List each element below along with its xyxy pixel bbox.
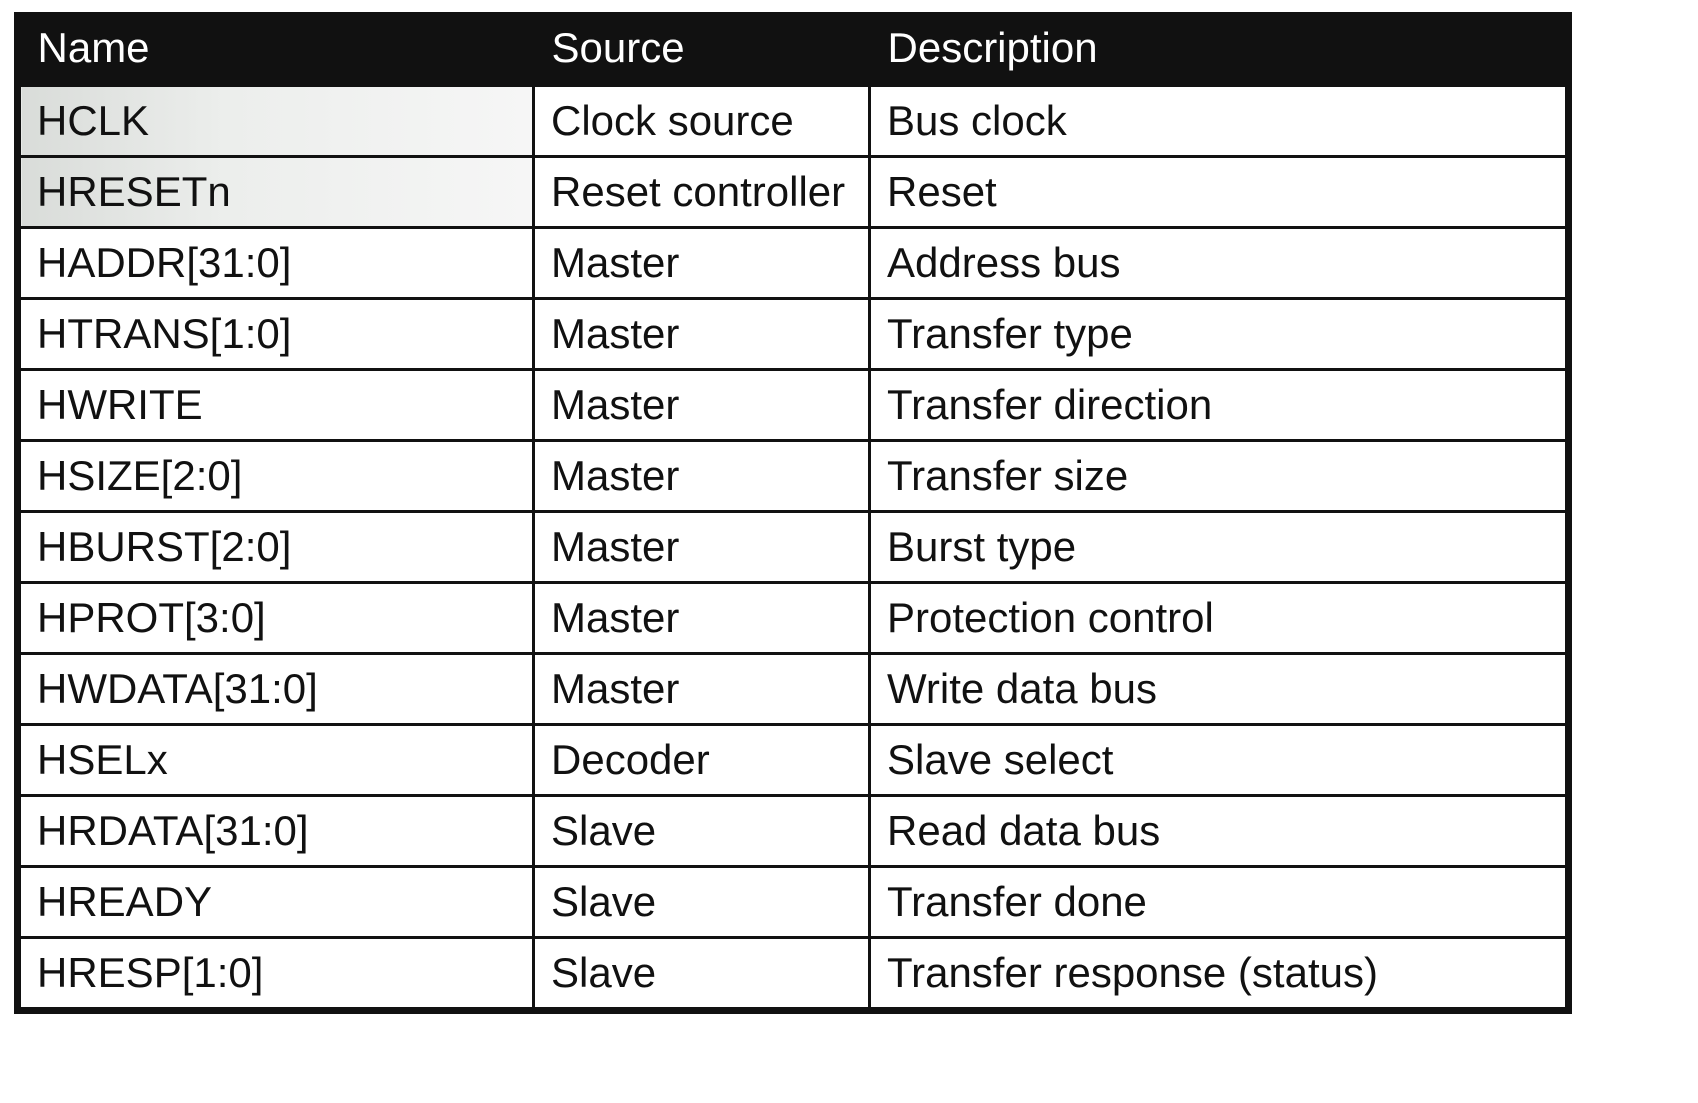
table-row: HCLK Clock source Bus clock xyxy=(18,84,1568,158)
table-row: HRDATA[31:0] Slave Read data bus xyxy=(18,794,1568,868)
cell-name: HSELx xyxy=(18,723,535,797)
cell-description: Read data bus xyxy=(868,794,1568,868)
cell-name: HBURST[2:0] xyxy=(18,510,535,584)
cell-description: Transfer type xyxy=(868,297,1568,371)
table-header: Name Source Description xyxy=(19,12,1567,86)
cell-name: HCLK xyxy=(18,84,535,158)
cell-source: Master xyxy=(532,226,871,300)
cell-source: Slave xyxy=(532,794,871,868)
cell-name: HWRITE xyxy=(18,368,535,442)
cell-description: Slave select xyxy=(868,723,1568,797)
cell-description: Write data bus xyxy=(868,652,1568,726)
cell-source: Master xyxy=(532,510,871,584)
cell-source: Master xyxy=(532,439,871,513)
cell-name: HREADY xyxy=(18,865,535,939)
table-row: HSELx Decoder Slave select xyxy=(18,723,1568,797)
column-header-description: Description xyxy=(869,12,1567,86)
table-row: HTRANS[1:0] Master Transfer type xyxy=(18,297,1568,371)
cell-name: HADDR[31:0] xyxy=(18,226,535,300)
table-row: HREADY Slave Transfer done xyxy=(18,865,1568,939)
cell-name: HSIZE[2:0] xyxy=(18,439,535,513)
cell-source: Clock source xyxy=(532,84,871,158)
table-row: HRESP[1:0] Slave Transfer response (stat… xyxy=(18,936,1568,1010)
table-row: HBURST[2:0] Master Burst type xyxy=(18,510,1568,584)
cell-description: Address bus xyxy=(868,226,1568,300)
cell-source: Reset controller xyxy=(532,155,871,229)
cell-description: Transfer size xyxy=(868,439,1568,513)
table-row: HWDATA[31:0] Master Write data bus xyxy=(18,652,1568,726)
header-row: Name Source Description xyxy=(19,12,1567,86)
signal-table: Name Source Description HCLK Clock sourc… xyxy=(18,12,1568,1010)
cell-source: Master xyxy=(532,652,871,726)
cell-name: HRESP[1:0] xyxy=(18,936,535,1010)
cell-name: HRDATA[31:0] xyxy=(18,794,535,868)
cell-description: Protection control xyxy=(868,581,1568,655)
cell-name: HRESETn xyxy=(18,155,535,229)
cell-source: Decoder xyxy=(532,723,871,797)
cell-source: Slave xyxy=(532,865,871,939)
cell-source: Master xyxy=(532,297,871,371)
table-row: HADDR[31:0] Master Address bus xyxy=(18,226,1568,300)
column-header-source: Source xyxy=(533,12,870,86)
cell-description: Transfer response (status) xyxy=(868,936,1568,1010)
cell-source: Slave xyxy=(532,936,871,1010)
cell-description: Transfer direction xyxy=(868,368,1568,442)
cell-source: Master xyxy=(532,368,871,442)
column-header-name: Name xyxy=(19,12,534,86)
cell-description: Transfer done xyxy=(868,865,1568,939)
cell-description: Burst type xyxy=(868,510,1568,584)
cell-name: HTRANS[1:0] xyxy=(18,297,535,371)
cell-name: HPROT[3:0] xyxy=(18,581,535,655)
cell-source: Master xyxy=(532,581,871,655)
table-row: HSIZE[2:0] Master Transfer size xyxy=(18,439,1568,513)
cell-name: HWDATA[31:0] xyxy=(18,652,535,726)
table-row: HPROT[3:0] Master Protection control xyxy=(18,581,1568,655)
cell-description: Bus clock xyxy=(868,84,1568,158)
table-row: HWRITE Master Transfer direction xyxy=(18,368,1568,442)
cell-description: Reset xyxy=(868,155,1568,229)
table-body: HCLK Clock source Bus clock HRESETn Rese… xyxy=(18,84,1568,1010)
table-row: HRESETn Reset controller Reset xyxy=(18,155,1568,229)
signal-table-container: Name Source Description HCLK Clock sourc… xyxy=(14,12,1572,1014)
